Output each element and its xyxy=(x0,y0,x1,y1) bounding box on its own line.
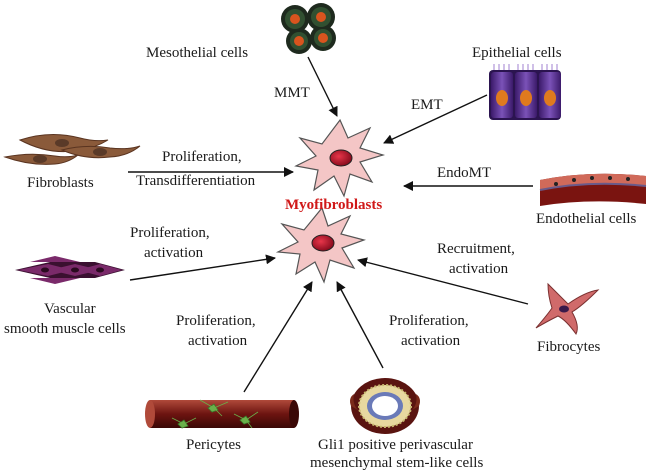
arrow-pericytes xyxy=(243,281,313,393)
vsmc-illustration xyxy=(15,256,125,284)
arrow-mesothelial xyxy=(307,56,338,117)
arrow-vsmc xyxy=(129,254,276,281)
vsmc-label-line1: Vascular xyxy=(44,301,96,317)
pericytes-illustration xyxy=(145,399,299,429)
fibrocytes-label: Fibrocytes xyxy=(537,339,601,355)
arrow-gli1 xyxy=(336,281,384,369)
vsmc-process-line2: activation xyxy=(144,245,204,261)
fibroblasts-process-line1: Proliferation, xyxy=(162,149,242,165)
fibroblasts-label: Fibroblasts xyxy=(27,175,94,191)
vsmc-process-line1: Proliferation, xyxy=(130,225,210,241)
pericytes-process-line1: Proliferation, xyxy=(176,313,256,329)
gli1-vessel-illustration xyxy=(350,378,420,434)
myofibroblasts-label: Myofibroblasts xyxy=(285,197,383,213)
gli1-process-line1: Proliferation, xyxy=(389,313,469,329)
pericytes-process-line2: activation xyxy=(188,333,248,349)
endothelial-cells-illustration xyxy=(539,173,647,206)
gli1-process-line2: activation xyxy=(401,333,461,349)
emt-process-label: EMT xyxy=(411,97,443,113)
fibrocytes-process-line1: Recruitment, xyxy=(437,241,515,257)
pericytes-label: Pericytes xyxy=(186,437,241,453)
mesothelial-cells-illustration xyxy=(281,3,336,54)
gli1-label-line2: mesenchymal stem-like cells xyxy=(310,455,484,471)
fibroblasts-illustration xyxy=(3,134,141,165)
mmt-process-label: MMT xyxy=(274,85,310,101)
arrow-fibrocytes xyxy=(357,257,529,305)
endomt-process-label: EndoMT xyxy=(437,165,492,181)
fibrocytes-illustration xyxy=(535,282,600,335)
gli1-label-line1: Gli1 positive perivascular xyxy=(318,437,473,453)
epithelial-cells-label: Epithelial cells xyxy=(472,45,562,61)
fibroblasts-process-line2: Transdifferentiation xyxy=(136,173,256,189)
vsmc-label-line2: smooth muscle cells xyxy=(4,321,126,337)
myofibroblast-cell-bottom xyxy=(275,206,367,284)
fibrocytes-process-line2: activation xyxy=(449,261,509,277)
mesothelial-cells-label: Mesothelial cells xyxy=(146,45,249,61)
endothelial-cells-label: Endothelial cells xyxy=(536,211,637,227)
arrow-epithelial xyxy=(383,94,488,144)
epithelial-cells-illustration xyxy=(489,64,561,120)
myofibroblast-cell-top xyxy=(294,118,386,198)
arrows xyxy=(128,56,533,393)
